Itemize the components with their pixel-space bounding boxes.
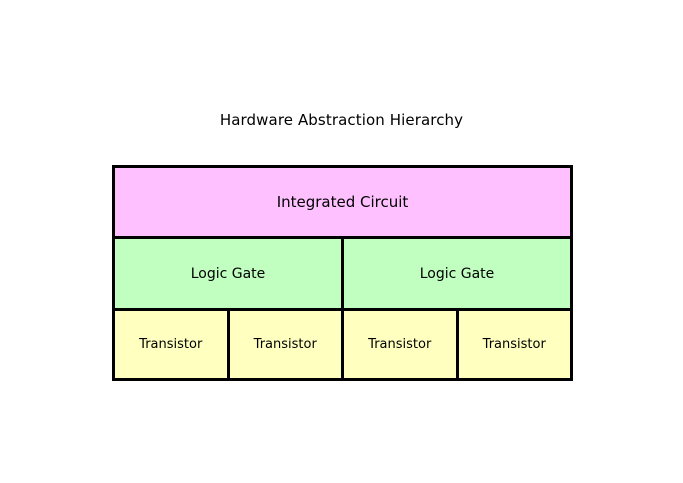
cell-transistor-2[interactable]: Transistor (226, 311, 341, 378)
cell-label: Transistor (139, 337, 203, 352)
cell-label: Transistor (368, 337, 432, 352)
tier-row-logic-gate: Logic Gate Logic Gate (115, 236, 570, 308)
cell-transistor-4[interactable]: Transistor (455, 311, 570, 378)
cell-label: Integrated Circuit (276, 192, 409, 211)
cell-label: Transistor (482, 337, 546, 352)
hardware-abstraction-hierarchy-diagram: Integrated Circuit Logic Gate Logic Gate… (112, 165, 573, 381)
cell-logic-gate-1[interactable]: Logic Gate (115, 239, 341, 308)
cell-label: Transistor (253, 337, 317, 352)
cell-transistor-1[interactable]: Transistor (115, 311, 227, 378)
page-title: Hardware Abstraction Hierarchy (219, 111, 464, 129)
cell-logic-gate-2[interactable]: Logic Gate (341, 239, 570, 308)
cell-label: Logic Gate (419, 265, 495, 282)
cell-label: Logic Gate (190, 265, 266, 282)
tier-row-transistor: Transistor Transistor Transistor Transis… (115, 308, 570, 378)
cell-integrated-circuit-1[interactable]: Integrated Circuit (115, 168, 570, 236)
tier-row-integrated-circuit: Integrated Circuit (115, 168, 570, 236)
cell-transistor-3[interactable]: Transistor (341, 311, 456, 378)
